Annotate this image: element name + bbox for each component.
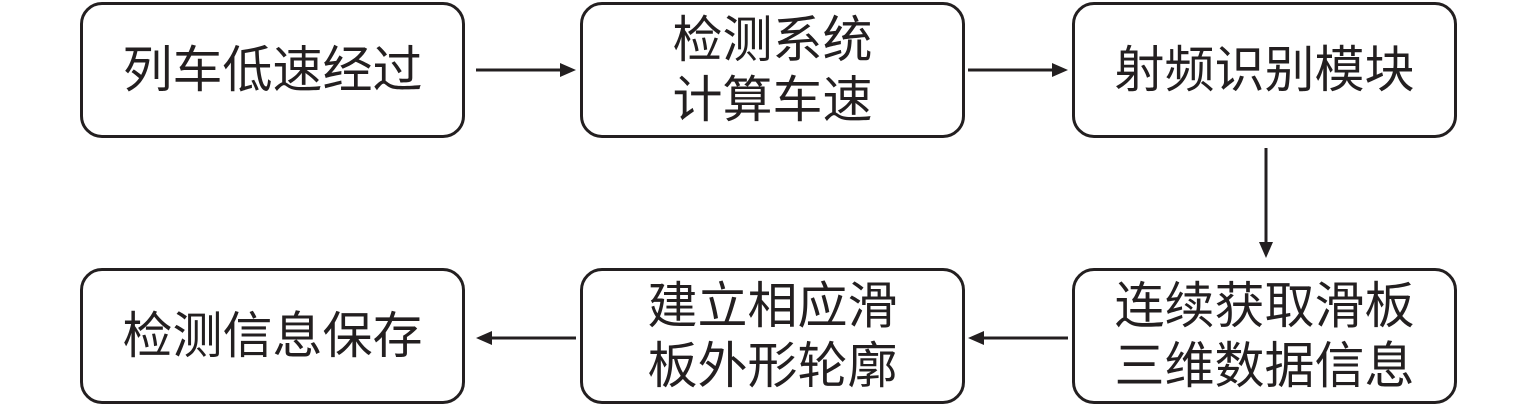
node-label-line-2: 板外形轮廓 — [647, 337, 898, 395]
node-label-line-2: 计算车速 — [672, 71, 873, 129]
node-label: 列车低速经过 — [122, 41, 423, 99]
node-label-line-1: 检测系统 — [672, 11, 873, 69]
arrow-n5-to-n6 — [476, 331, 576, 345]
node-build-profile: 建立相应滑 板外形轮廓 — [580, 268, 965, 404]
arrow-n2-to-n3 — [968, 63, 1068, 77]
arrow-n1-to-n2 — [476, 63, 576, 77]
node-label-line-2: 三维数据信息 — [1114, 337, 1415, 395]
node-label: 检测信息保存 — [122, 307, 423, 365]
node-acquire-3d-data: 连续获取滑板 三维数据信息 — [1072, 268, 1457, 404]
node-detection-system-speed: 检测系统 计算车速 — [580, 2, 965, 138]
node-save-detection-info: 检测信息保存 — [80, 268, 465, 404]
node-train-passes-slowly: 列车低速经过 — [80, 2, 465, 138]
arrow-n4-to-n5 — [968, 331, 1068, 345]
node-rfid-module: 射频识别模块 — [1072, 2, 1457, 138]
arrow-n3-to-n4 — [1259, 148, 1273, 258]
node-label-line-1: 连续获取滑板 — [1114, 277, 1415, 335]
node-label-line-1: 建立相应滑 — [647, 277, 898, 335]
node-label: 射频识别模块 — [1114, 41, 1415, 99]
